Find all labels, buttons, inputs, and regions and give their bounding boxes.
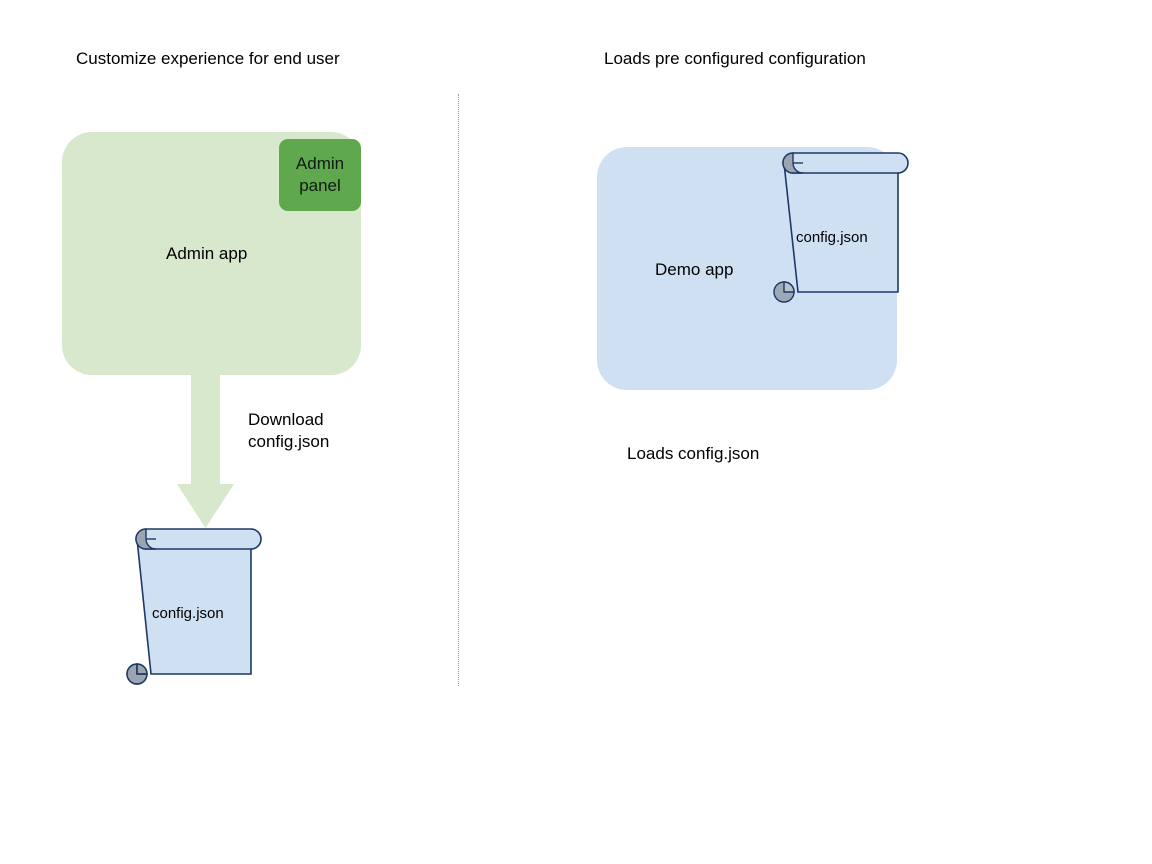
- config-json-scroll-left-label: config.json: [152, 605, 224, 622]
- admin-panel-chip-label: Admin panel: [296, 153, 344, 197]
- config-json-scroll-right-label: config.json: [796, 229, 868, 246]
- download-arrow-label-line2: config.json: [248, 432, 330, 451]
- download-arrow-label-line1: Download: [248, 410, 324, 429]
- left-section-title: Customize experience for end user: [76, 49, 340, 68]
- loads-config-caption: Loads config.json: [627, 444, 760, 463]
- config-json-scroll-right-icon: [773, 152, 909, 303]
- demo-app-label: Demo app: [655, 260, 734, 279]
- section-divider: [458, 94, 459, 686]
- admin-app-label: Admin app: [166, 244, 248, 263]
- download-arrow-label: Download config.json: [248, 409, 329, 453]
- admin-panel-chip-label-line1: Admin: [295, 154, 345, 173]
- download-arrow-icon: [177, 372, 234, 528]
- right-section-title: Loads pre configured configuration: [604, 49, 866, 68]
- config-json-scroll-left-icon: [126, 528, 262, 685]
- admin-panel-chip[interactable]: Admin panel: [279, 139, 361, 211]
- admin-panel-chip-label-line2: panel: [299, 176, 341, 195]
